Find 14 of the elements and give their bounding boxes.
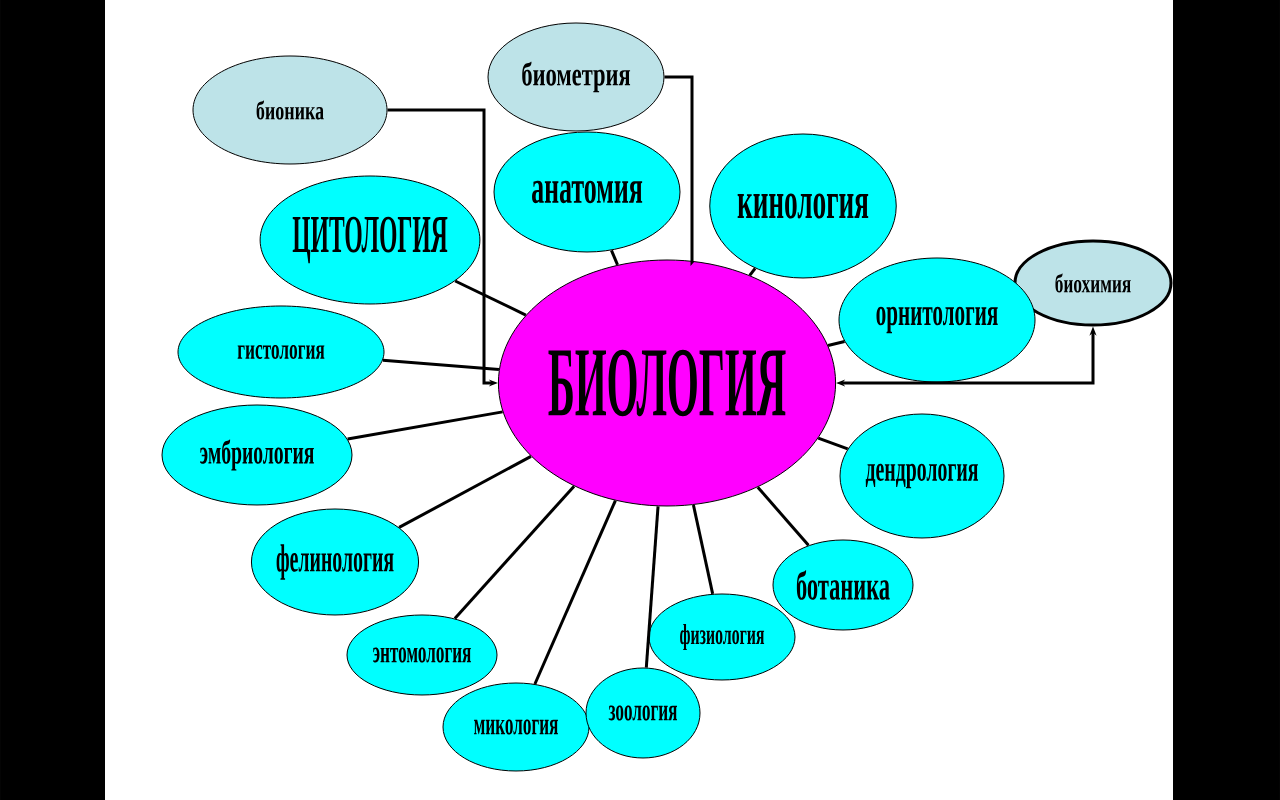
connector-line [382,358,500,371]
connector-line [454,279,527,317]
connector-line [610,249,619,266]
connector-line [644,506,660,668]
connector-line [691,504,715,595]
connector-line [398,455,532,529]
connector-line [756,486,810,547]
connector-line [347,410,503,441]
connector-line [748,267,757,277]
connector-line [453,485,576,620]
connector-line [827,340,845,347]
connector-line [664,75,694,266]
connector-line [533,500,617,685]
connector-line [817,436,849,451]
